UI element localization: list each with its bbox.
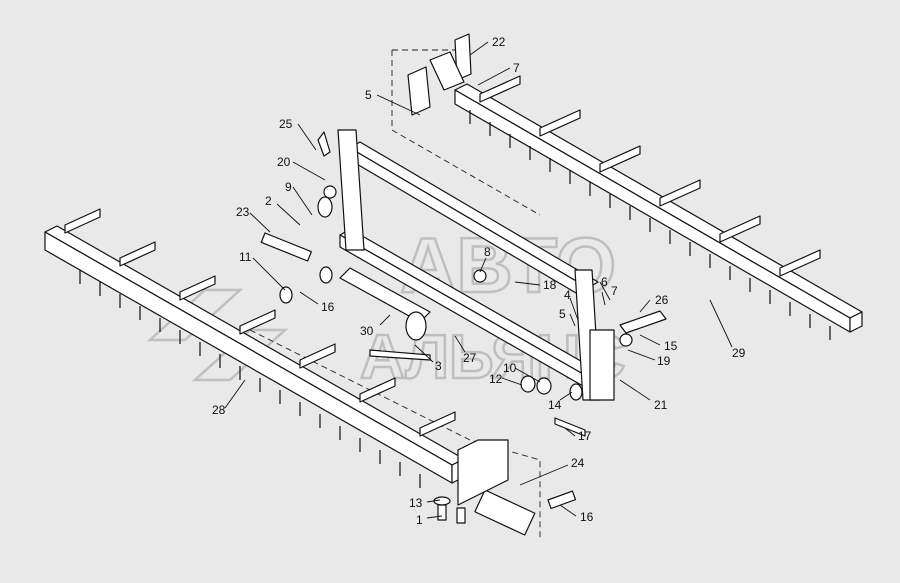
bolt-part-3 [369,349,431,361]
callout-13: 13 [409,496,423,510]
shaft-part-30 [339,267,431,361]
callout-7-right: 7 [611,284,618,298]
callout-24: 24 [571,456,585,470]
hitch-bracket [457,439,509,506]
callout-22: 22 [492,35,506,49]
callout-14: 14 [548,398,562,412]
callout-4: 4 [564,288,571,302]
link-part-24 [474,489,536,536]
right-harrow-beam [454,75,863,340]
bracket-part-22 [407,33,472,116]
callout-27: 27 [463,351,477,365]
callout-16-upper: 16 [321,300,335,314]
callout-15: 15 [664,339,678,353]
callout-23: 23 [236,205,250,219]
callout-5-right: 5 [559,307,566,321]
callout-25: 25 [279,117,293,131]
callout-16-lower: 16 [580,510,594,524]
callout-12: 12 [489,372,503,386]
callout-10: 10 [503,361,517,375]
callout-3: 3 [435,359,442,373]
callout-7-top: 7 [513,61,520,75]
callout-6: 6 [601,275,608,289]
leader-lines [224,41,733,519]
callout-1: 1 [416,513,423,527]
hardware [260,131,667,536]
callout-26: 26 [655,293,669,307]
callout-5-top: 5 [365,88,372,102]
callout-9: 9 [285,180,292,194]
callout-labels: 22 7 5 25 20 9 2 23 11 16 8 18 4 6 7 26 … [212,35,746,527]
callout-28: 28 [212,403,226,417]
left-harrow-beam [44,208,465,488]
callout-19: 19 [657,354,671,368]
callout-29: 29 [732,346,746,360]
callout-2: 2 [265,194,272,208]
callout-8: 8 [484,245,491,259]
central-frame [337,129,615,401]
callout-20: 20 [277,155,291,169]
callout-18: 18 [543,278,557,292]
callout-30: 30 [360,324,374,338]
frame-bracket-left [337,129,365,251]
callout-17: 17 [578,429,592,443]
callout-11: 11 [239,250,252,264]
callout-21: 21 [654,398,668,412]
